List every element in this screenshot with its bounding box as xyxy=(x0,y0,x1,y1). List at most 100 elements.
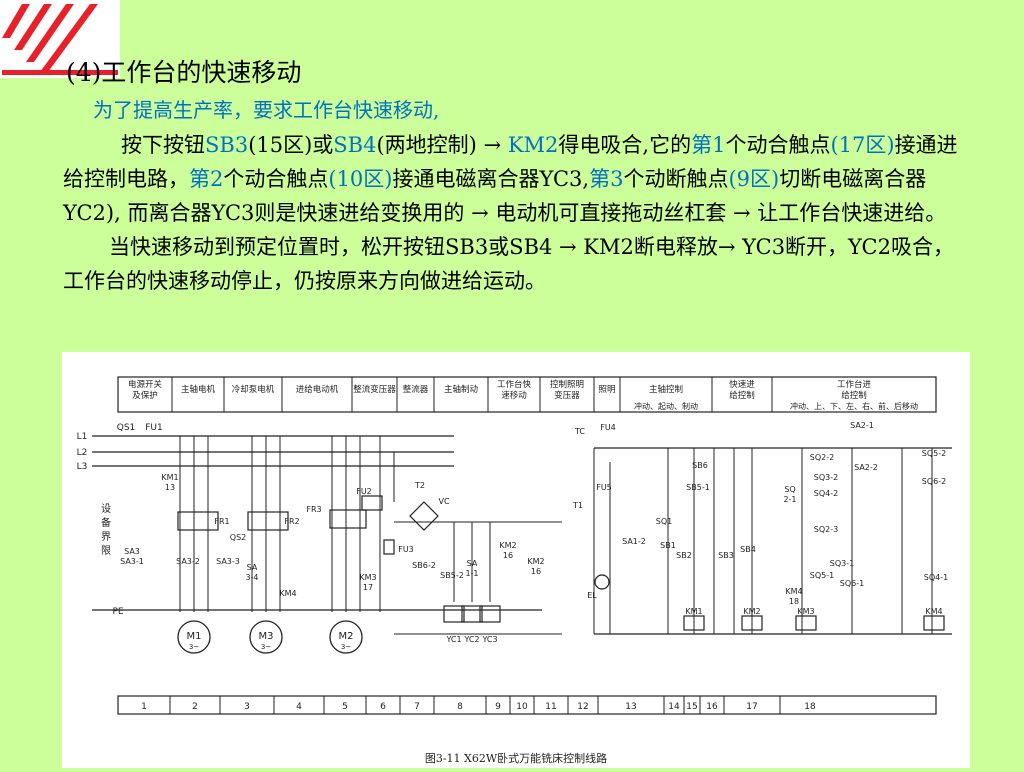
header-cell: 照明 xyxy=(598,385,615,395)
header-cell: 给控制 xyxy=(729,390,755,401)
motor-symbol xyxy=(329,620,363,654)
zone-number: 16 xyxy=(706,702,718,712)
component-label: 16 xyxy=(531,567,541,576)
body-text: 按下按钮SB3(15区)或SB4(两地控制) → KM2得电吸合,它的第1个动合… xyxy=(63,128,968,298)
header-cell: 电源开关 xyxy=(128,379,163,390)
motor-label: M2 xyxy=(339,631,354,642)
motor-phase: 3~ xyxy=(341,643,351,651)
component-label: SA xyxy=(467,559,478,568)
component-label: SA3-2 xyxy=(176,557,200,566)
component-label: SB6 xyxy=(692,461,708,470)
component-label: FU5 xyxy=(596,483,612,492)
header-cell: 给控制 xyxy=(841,390,867,401)
header-cell: 主轴制动 xyxy=(444,384,479,395)
clutch-coil xyxy=(479,605,501,623)
component-label: 13 xyxy=(165,483,175,492)
fuse-box xyxy=(383,539,395,555)
highlighted-term: KM2 xyxy=(507,133,559,157)
component-label: KM3 xyxy=(797,607,814,616)
zone-strip xyxy=(117,695,937,715)
header-table xyxy=(117,376,937,413)
component-label: SA2-2 xyxy=(854,463,878,472)
zone-number: 9 xyxy=(495,702,501,712)
highlighted-term: 第3 xyxy=(589,167,624,191)
highlighted-term: SB4 xyxy=(333,133,377,157)
zone-number: 5 xyxy=(342,702,348,712)
component-label: SQ4-1 xyxy=(924,573,948,582)
component-label: VC xyxy=(438,497,449,506)
component-label: T2 xyxy=(414,481,425,490)
component-label: FU4 xyxy=(600,423,616,432)
component-label: SB1 xyxy=(660,541,676,550)
component-label: KM2 xyxy=(743,607,760,616)
component-label: SA3-3 xyxy=(216,557,240,566)
zone-number: 3 xyxy=(244,702,250,712)
component-label: SA xyxy=(247,563,258,572)
component-label: SB5-2 xyxy=(440,571,464,580)
zone-number: 18 xyxy=(804,702,816,712)
zone-number: 15 xyxy=(686,702,697,712)
component-label: SA3 xyxy=(124,547,140,556)
component-label: SQ5-1 xyxy=(810,571,834,580)
boundary-label: 限 xyxy=(101,545,111,557)
component-label: SB4 xyxy=(740,545,756,554)
zone-number: 17 xyxy=(746,702,757,712)
header-cell: 冷却泵电机 xyxy=(232,384,275,395)
component-label: QS2 xyxy=(230,533,246,542)
component-label: SA1-2 xyxy=(622,537,646,546)
component-label: SB2 xyxy=(676,551,692,560)
component-label: KM4 xyxy=(785,587,802,596)
circuit-diagram: 电源开关及保护主轴电机冷却泵电机进给电动机整流变压器整流器主轴制动工作台快速移动… xyxy=(62,352,970,768)
component-label: YC2 xyxy=(463,635,479,644)
zone-number: 10 xyxy=(516,702,528,712)
header-cell: 整流器 xyxy=(403,384,429,395)
slide-subtitle: 为了提高生产率，要求工作台快速移动, xyxy=(93,98,440,122)
zone-number: 8 xyxy=(457,702,463,712)
component-label: SQ2-3 xyxy=(814,525,838,534)
component-label: FU3 xyxy=(398,545,414,554)
line-label: L3 xyxy=(77,462,88,472)
zone-number: 2 xyxy=(192,702,198,712)
component-label: T1 xyxy=(572,501,583,510)
component-label: 3-4 xyxy=(245,573,258,582)
component-label: KM2 xyxy=(499,541,516,550)
component-label: SQ4-2 xyxy=(814,489,838,498)
component-label: SQ3-1 xyxy=(830,559,854,568)
zone-number: 1 xyxy=(141,702,147,712)
component-label: SA3-1 xyxy=(120,557,144,566)
component-label: 18 xyxy=(789,597,799,606)
zone-number: 6 xyxy=(380,702,386,712)
component-label: KM2 xyxy=(527,557,544,566)
component-label: SQ xyxy=(784,485,795,494)
component-label: SB5-1 xyxy=(686,483,710,492)
relay-coil xyxy=(795,615,817,631)
header-cell: 进给电动机 xyxy=(296,384,339,395)
component-label: FR1 xyxy=(214,517,229,526)
clutch-coil xyxy=(443,605,465,623)
motor-symbol xyxy=(249,620,283,654)
clutch-coil xyxy=(461,605,483,623)
component-label: SQ2-2 xyxy=(810,453,834,462)
header-cell: 整流变压器 xyxy=(353,384,396,395)
header-cell: 工作台快 xyxy=(497,379,532,390)
line-label: L1 xyxy=(77,432,88,442)
component-label: SQ6-1 xyxy=(840,579,864,588)
header-cell: 变压器 xyxy=(554,390,580,401)
text-segment: 接通进给控制电路， xyxy=(63,133,958,191)
component-label: SB6-2 xyxy=(412,561,436,570)
slide-title: (4)工作台的快速移动 xyxy=(66,58,302,87)
motor-symbol xyxy=(177,620,211,654)
header-sub: 冲动、上、下、左、右、前、后移动 xyxy=(790,401,918,411)
text-segment: 个动断触点 xyxy=(623,167,729,191)
component-label: KM1 xyxy=(685,607,702,616)
text-segment: 个动合触点 xyxy=(223,167,329,191)
component-label: FR3 xyxy=(306,505,321,514)
zone-number: 13 xyxy=(625,702,636,712)
text-segment: 切断电磁离合器 YC2), 而离合器YC3则是快速进给变换用的 → 电动机可直接… xyxy=(63,167,947,225)
text-segment: 接通电磁离合器YC3, xyxy=(392,167,590,191)
pe-label: PE xyxy=(112,607,123,617)
component-label: KM1 xyxy=(161,473,178,482)
zone-number: 4 xyxy=(296,702,302,712)
component-label: KM4 xyxy=(925,607,942,616)
header-cell: 控制照明 xyxy=(550,379,584,390)
